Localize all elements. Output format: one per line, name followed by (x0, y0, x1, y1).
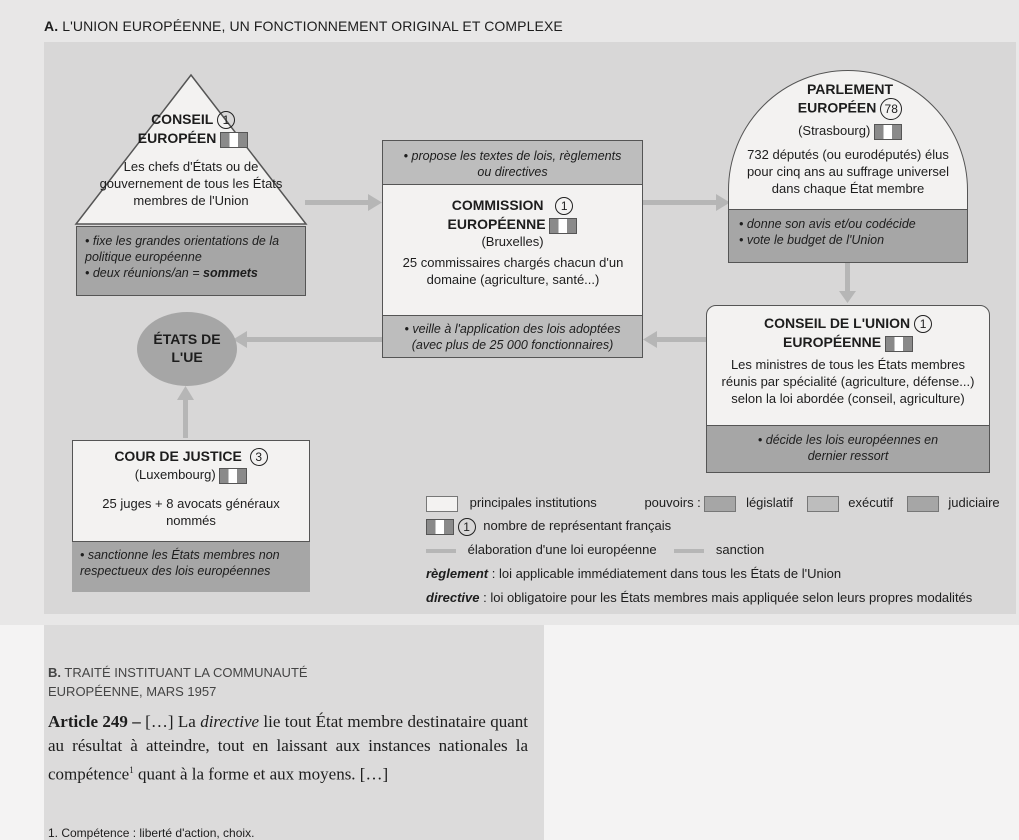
section-b-article: Article 249 – […] La directive lie tout … (48, 712, 528, 784)
section-b-footnote: 1. Compétence : liberté d'action, choix. (48, 826, 255, 840)
arrow-parlement-to-conseil (845, 263, 850, 293)
conseil-europeen-roles: • fixe les grandes orientations de la po… (76, 226, 306, 296)
legend-reglement: règlement : loi applicable immédiatement… (426, 566, 842, 581)
arrow-head-etats (233, 331, 247, 348)
arrow-head-parlement (716, 194, 730, 211)
cour-role: • sanctionne les États membres non respe… (72, 541, 310, 592)
french-flag-icon (873, 123, 902, 140)
arrow-commission-to-etats (245, 337, 382, 342)
legend-swatch-institutions (426, 495, 458, 512)
french-flag-icon (884, 335, 913, 352)
arrow-cour-to-etats (183, 398, 188, 438)
arrow-conseil-to-commission-back (655, 337, 710, 342)
commission-city: (Bruxelles) (481, 234, 544, 249)
conseil-europeen-title: CONSEIL 1 EUROPÉEN (118, 110, 268, 148)
section-b-title: B. TRAITÉ INSTITUANT LA COMMUNAUTÉ EUROP… (48, 665, 308, 699)
etats-ue-ellipse (137, 312, 237, 386)
parlement-title: PARLEMENT EUROPÉEN 78 (770, 80, 930, 120)
section-a-title: A. L'UNION EUROPÉENNE, UN FONCTIONNEMENT… (44, 18, 563, 34)
arrow-head-etats-up (177, 386, 194, 400)
conseil-europeen-desc: Les chefs d'États ou de gouvernement de … (99, 159, 283, 208)
commission-desc: 25 commissaires chargés chacun d'un doma… (402, 255, 624, 287)
conseil-europeen-triangle (74, 73, 308, 225)
legend-swatch-judiciaire (906, 495, 939, 512)
french-flag-icon (549, 217, 578, 234)
legend-row-2: 1 nombre de représentant français (426, 518, 926, 536)
legend-swatch-legislatif (704, 495, 737, 512)
arrow-head-conseil-union (839, 291, 856, 303)
arrow-head-commission (368, 194, 382, 211)
legend-row-3: élaboration d'une loi européenne sanctio… (426, 542, 926, 557)
french-flag-icon (220, 131, 249, 148)
parlement-roles: • donne son avis et/ou codécide • vote l… (729, 209, 967, 262)
french-flag-icon (219, 467, 248, 484)
parlement-city: (Strasbourg) (790, 122, 910, 140)
conseil-union-role: • décide les lois européennes en dernier… (706, 425, 990, 473)
french-flag-icon (426, 519, 454, 535)
legend-row-1: principales institutions pouvoirs : légi… (426, 495, 1016, 517)
legend-arrow-sanction-icon (674, 548, 705, 553)
section-b-panel (44, 625, 544, 840)
commission-role: • veille à l'application des lois adopté… (383, 315, 642, 357)
commission-title: COMMISSION 1 EUROPÉENNE (383, 196, 642, 234)
parlement-dome: • donne son avis et/ou codécide • vote l… (728, 70, 968, 263)
parlement-desc: 732 députés (ou eurodéputés) élus pour c… (746, 147, 950, 196)
cour-desc: 25 juges + 8 avocats généraux nommés (102, 496, 280, 528)
arrows-layer (177, 194, 856, 438)
legend-swatch-executif (806, 495, 839, 512)
legend-directive: directive : loi obligatoire pour les Éta… (426, 590, 973, 605)
cour-title: COUR DE JUSTICE 3 (74, 447, 308, 467)
arrow-head-commission-back (643, 331, 657, 348)
conseil-union-title: CONSEIL DE L'UNION 1 EUROPÉENNE (710, 314, 986, 352)
legend-arrow-elaboration-icon (426, 548, 456, 553)
conseil-union-desc: Les ministres de tous les États membres … (721, 357, 975, 406)
commission-proposal: • propose les textes de lois, règlements… (383, 141, 642, 185)
arrow-conseil-to-commission (305, 200, 370, 205)
cour-city: (Luxembourg) (74, 466, 308, 484)
arrow-commission-to-parlement (643, 200, 718, 205)
